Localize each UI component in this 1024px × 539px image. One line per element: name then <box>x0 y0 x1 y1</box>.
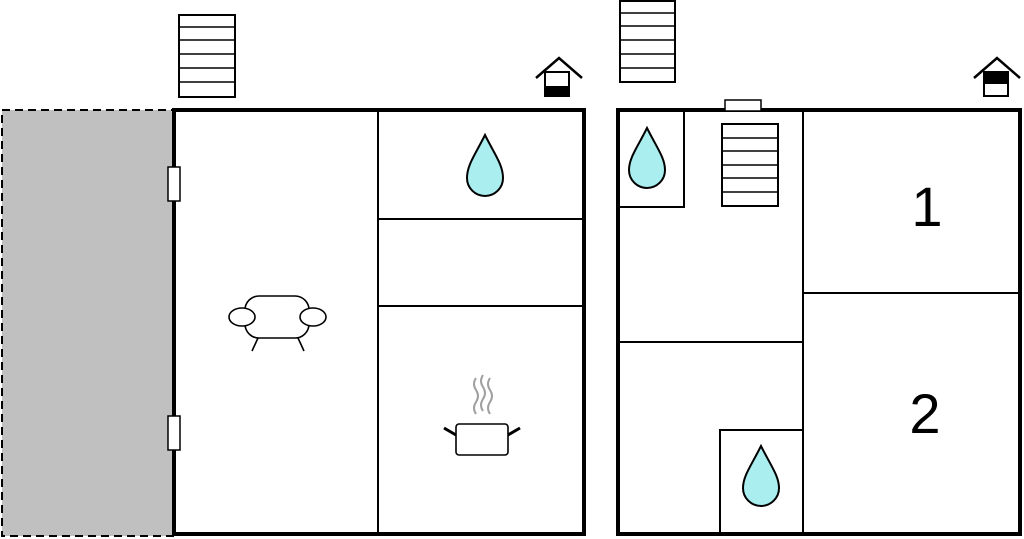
house-ground-floor-icon <box>535 56 583 97</box>
water-drop-icon <box>465 132 505 197</box>
bedroom-2-label: 2 <box>909 382 940 445</box>
water-drop-icon <box>627 125 667 189</box>
door <box>167 415 181 451</box>
sofa-icon <box>228 295 327 352</box>
cooking-pot-icon <box>443 374 521 456</box>
interior-wall <box>618 110 685 208</box>
staircase-icon <box>619 0 676 83</box>
staircase-icon <box>721 123 779 207</box>
house-upper-floor-icon <box>973 56 1021 97</box>
interior-wall <box>719 429 803 534</box>
bedroom-1-label: 1 <box>911 175 942 238</box>
water-drop-icon <box>741 443 781 507</box>
window <box>724 99 762 112</box>
door <box>167 166 181 202</box>
terrace-area <box>1 109 175 537</box>
ground-floor <box>1 14 586 537</box>
upper-floor-outline <box>616 108 1022 536</box>
staircase-icon <box>178 14 236 98</box>
upper-floor: 1 2 <box>616 0 1022 536</box>
